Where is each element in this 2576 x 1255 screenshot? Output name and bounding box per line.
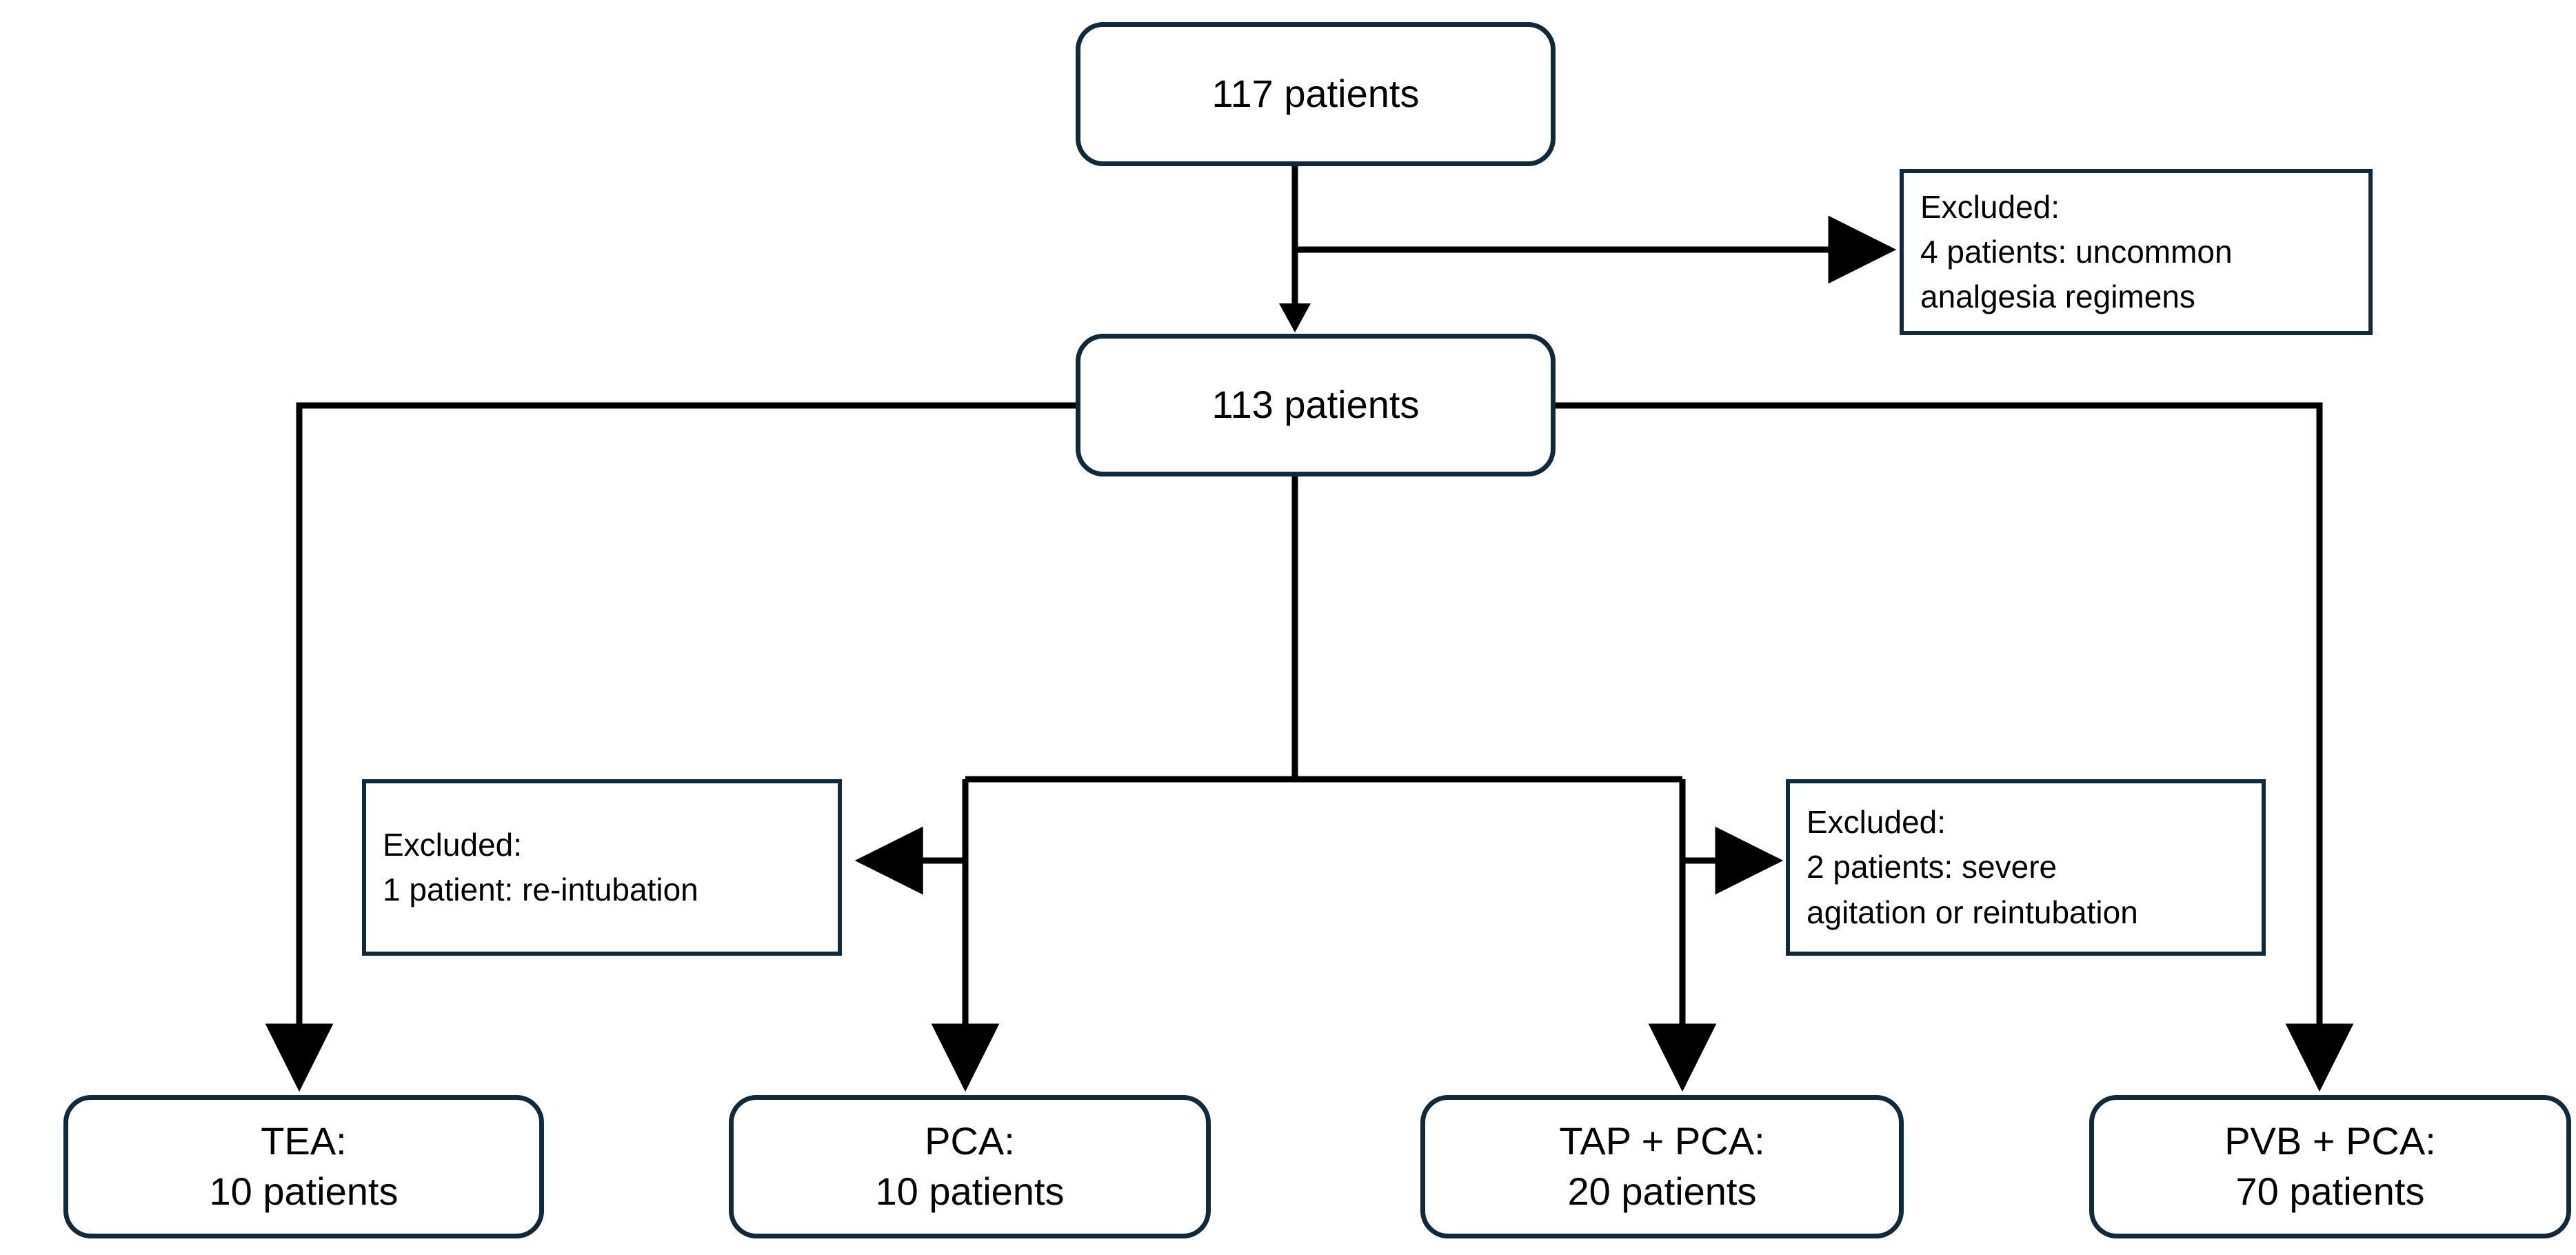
node-group-tap: TAP + PCA: 20 patients xyxy=(1420,1095,1904,1238)
node-group-tea-line-2: 10 patients xyxy=(209,1169,399,1213)
node-excluded-top-line-2: 4 patients: uncommon xyxy=(1920,233,2233,270)
edge-to-group-pvb xyxy=(1556,402,2354,1092)
node-group-tap-line-1: TAP + PCA: xyxy=(1559,1119,1765,1163)
node-excluded-top-line-3: analgesia regimens xyxy=(1920,279,2195,315)
node-excluded-left: Excluded: 1 patient: re-intubation xyxy=(362,779,842,956)
node-excluded-right: Excluded: 2 patients: severe agitation o… xyxy=(1786,779,2266,956)
node-excluded-right-line-1: Excluded: xyxy=(1807,804,1946,841)
node-eligible: 113 patients xyxy=(1076,334,1556,476)
node-group-pca-line-1: PCA: xyxy=(925,1119,1015,1163)
node-group-pvb: PVB + PCA: 70 patients xyxy=(2089,1095,2571,1238)
node-excluded-right-line-3: agitation or reintubation xyxy=(1807,894,2138,930)
edge-to-group-tea xyxy=(265,402,1076,1092)
node-excluded-right-line-2: 2 patients: severe xyxy=(1807,849,2057,885)
node-group-tea-line-1: TEA: xyxy=(261,1119,347,1163)
node-excluded-top: Excluded: 4 patients: uncommon analgesia… xyxy=(1900,169,2373,335)
node-group-tea: TEA: 10 patients xyxy=(63,1095,544,1238)
node-eligible-line-1: 113 patients xyxy=(1211,383,1420,427)
arrowhead-enrolled-to-eligible xyxy=(1279,303,1311,332)
node-group-tap-line-2: 20 patients xyxy=(1567,1169,1757,1213)
node-enrolled-line-1: 117 patients xyxy=(1211,72,1420,116)
node-group-pvb-line-1: PVB + PCA: xyxy=(2224,1119,2436,1163)
node-group-pca-line-2: 10 patients xyxy=(875,1169,1065,1213)
node-excluded-left-line-2: 1 patient: re-intubation xyxy=(383,872,698,907)
node-group-pca: PCA: 10 patients xyxy=(729,1095,1211,1238)
node-excluded-top-line-1: Excluded: xyxy=(1920,188,2060,225)
node-excluded-left-line-1: Excluded: xyxy=(383,826,523,863)
node-enrolled: 117 patients xyxy=(1076,22,1556,166)
node-group-pvb-line-2: 70 patients xyxy=(2235,1169,2425,1213)
